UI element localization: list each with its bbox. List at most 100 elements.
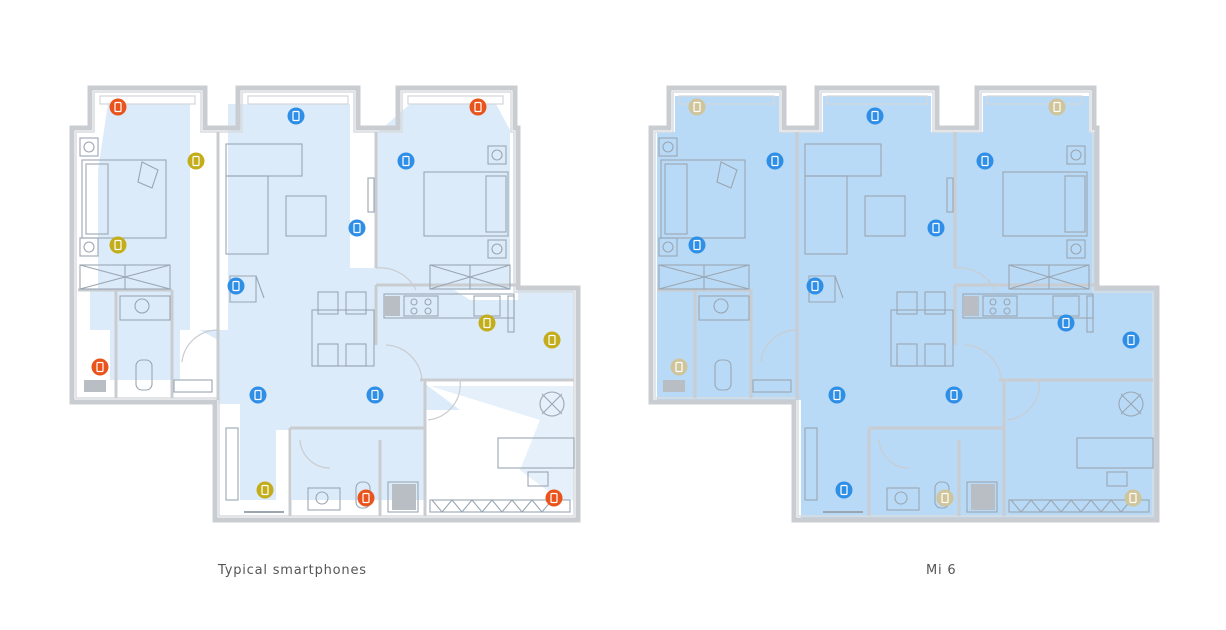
signal-dot — [366, 386, 384, 404]
signal-marker-strong — [766, 152, 784, 170]
phone-icon — [96, 361, 104, 373]
phone-icon — [1129, 492, 1137, 504]
signal-marker-strong — [397, 152, 415, 170]
phone-icon — [114, 101, 122, 113]
signal-marker-muted — [1124, 489, 1142, 507]
signal-marker-strong — [806, 277, 824, 295]
phone-icon — [981, 155, 989, 167]
signal-dot — [945, 386, 963, 404]
phone-icon — [871, 110, 879, 122]
signal-dot — [109, 236, 127, 254]
signal-marker-strong — [1122, 331, 1140, 349]
phone-icon — [483, 317, 491, 329]
phone-icon — [811, 280, 819, 292]
signal-marker-muted — [670, 358, 688, 376]
signal-dot — [357, 489, 375, 507]
phone-icon — [1062, 317, 1070, 329]
signal-dot — [927, 219, 945, 237]
signal-marker-medium — [187, 152, 205, 170]
signal-markers — [91, 98, 563, 507]
signal-dot — [227, 277, 245, 295]
signal-dot — [1122, 331, 1140, 349]
caption-typical-smartphones: Typical smartphones — [218, 563, 367, 578]
phone-icon — [950, 389, 958, 401]
phone-icon — [362, 492, 370, 504]
coverage-area — [657, 96, 1155, 518]
caption-mi6: Mi 6 — [926, 563, 957, 578]
phone-icon — [232, 280, 240, 292]
signal-marker-strong — [976, 152, 994, 170]
signal-marker-strong — [1057, 314, 1075, 332]
phone-icon — [114, 239, 122, 251]
phone-icon — [371, 389, 379, 401]
signal-marker-medium — [478, 314, 496, 332]
signal-marker-medium — [543, 331, 561, 349]
signal-dot — [670, 358, 688, 376]
signal-dot — [478, 314, 496, 332]
signal-marker-strong — [227, 277, 245, 295]
signal-marker-weak — [545, 489, 563, 507]
signal-dot — [348, 219, 366, 237]
phone-icon — [261, 484, 269, 496]
signal-dot — [187, 152, 205, 170]
signal-dot — [91, 358, 109, 376]
floorplan-mi6 — [651, 88, 1157, 520]
signal-marker-strong — [688, 236, 706, 254]
phone-icon — [771, 155, 779, 167]
signal-marker-strong — [945, 386, 963, 404]
signal-marker-strong — [287, 107, 305, 125]
signal-dot — [1057, 314, 1075, 332]
signal-dot — [936, 489, 954, 507]
signal-markers — [670, 98, 1142, 507]
phone-icon — [1053, 101, 1061, 113]
floorplan-typical — [72, 88, 578, 520]
phone-icon — [474, 101, 482, 113]
signal-dot — [287, 107, 305, 125]
signal-marker-strong — [249, 386, 267, 404]
signal-dot — [543, 331, 561, 349]
signal-marker-muted — [688, 98, 706, 116]
phone-icon — [675, 361, 683, 373]
signal-marker-weak — [109, 98, 127, 116]
signal-marker-weak — [357, 489, 375, 507]
signal-dot — [976, 152, 994, 170]
phone-icon — [833, 389, 841, 401]
signal-marker-weak — [91, 358, 109, 376]
signal-dot — [397, 152, 415, 170]
signal-marker-medium — [256, 481, 274, 499]
phone-icon — [693, 239, 701, 251]
signal-marker-strong — [828, 386, 846, 404]
phone-icon — [550, 492, 558, 504]
signal-dot — [806, 277, 824, 295]
signal-marker-strong — [866, 107, 884, 125]
signal-dot — [866, 107, 884, 125]
signal-dot — [469, 98, 487, 116]
phone-icon — [254, 389, 262, 401]
phone-icon — [292, 110, 300, 122]
phone-icon — [192, 155, 200, 167]
signal-dot — [828, 386, 846, 404]
signal-dot — [835, 481, 853, 499]
signal-dot — [249, 386, 267, 404]
phone-icon — [1127, 334, 1135, 346]
signal-dot — [1124, 489, 1142, 507]
phone-icon — [548, 334, 556, 346]
signal-dot — [688, 236, 706, 254]
signal-marker-medium — [109, 236, 127, 254]
phone-icon — [941, 492, 949, 504]
coverage-area — [90, 104, 574, 500]
signal-marker-weak — [469, 98, 487, 116]
signal-marker-strong — [366, 386, 384, 404]
phone-icon — [693, 101, 701, 113]
signal-dot — [256, 481, 274, 499]
signal-dot — [688, 98, 706, 116]
phone-icon — [840, 484, 848, 496]
signal-marker-strong — [927, 219, 945, 237]
signal-dot — [109, 98, 127, 116]
signal-marker-muted — [936, 489, 954, 507]
signal-dot — [545, 489, 563, 507]
signal-marker-muted — [1048, 98, 1066, 116]
signal-dot — [1048, 98, 1066, 116]
phone-icon — [353, 222, 361, 234]
